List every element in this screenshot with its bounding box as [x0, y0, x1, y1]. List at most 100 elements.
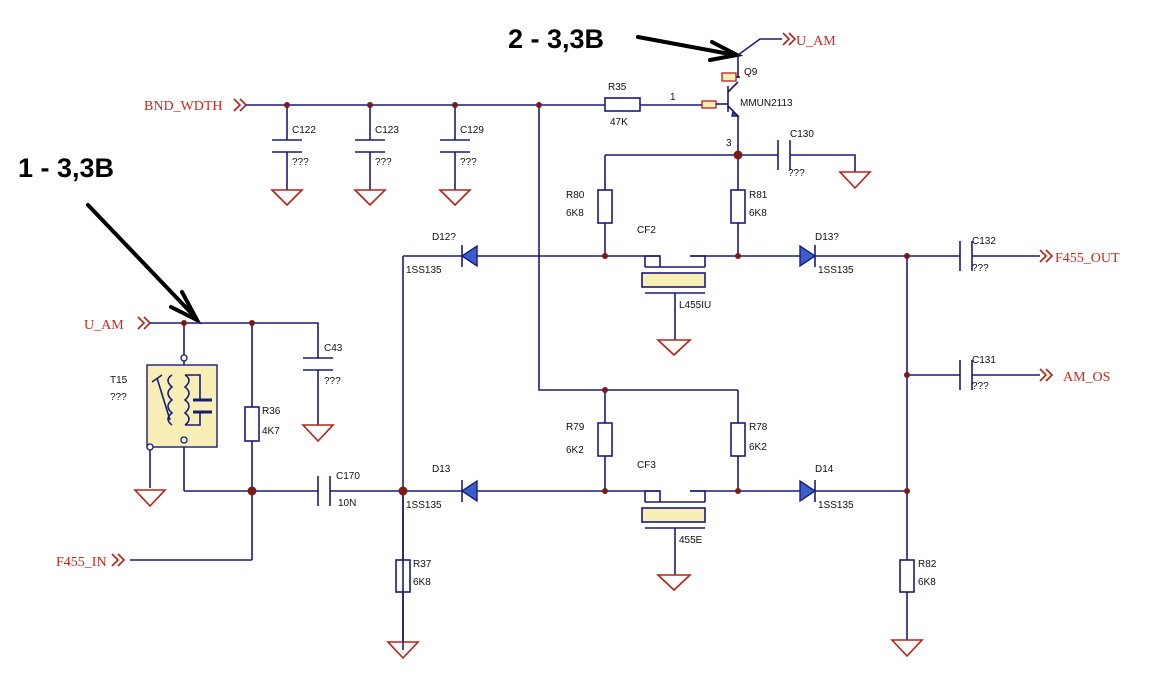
cf3-value: 455E: [679, 535, 703, 546]
r78-ref: R78: [749, 422, 768, 433]
resistor-r80: R80 6K8: [566, 189, 613, 256]
resistor-r82: R82 6K8: [890, 559, 937, 658]
c123-ref: C123: [375, 125, 399, 136]
r36-value: 4K7: [262, 426, 280, 437]
annotation-pin1-arrow: [86, 203, 198, 320]
net-port-u-am-top: U_AM: [782, 32, 836, 49]
net-label-u-am-top: U_AM: [796, 34, 836, 49]
t15-value: ???: [110, 392, 127, 403]
wire-upper-row: [402, 255, 960, 650]
diode-d13q: D13? 1SS135: [799, 232, 854, 276]
d13q-ref: D13?: [815, 232, 839, 243]
c131-ref: C131: [972, 355, 996, 366]
d12-value: 1SS135: [406, 265, 442, 276]
net-label-u-am-left: U_AM: [84, 318, 124, 333]
c43-value: ???: [324, 376, 341, 387]
resistor-r36: R36 4K7: [244, 323, 281, 560]
c132-value: ???: [972, 263, 989, 274]
net-port-f455-out: F455_OUT: [1039, 249, 1120, 266]
q9-pin1-label: 1: [670, 92, 676, 103]
resistor-r81: R81 6K8: [730, 189, 768, 256]
capacitor-c132: C132 ???: [959, 236, 1040, 274]
ground-symbol: [838, 171, 872, 190]
ground-symbol: [353, 189, 387, 207]
capacitor-c129: C129 ???: [438, 105, 484, 207]
r78-value: 6K2: [749, 442, 767, 453]
c129-value: ???: [460, 157, 477, 168]
annotation-pin2-arrow: [636, 35, 737, 57]
transformer-t15: T15 ???: [110, 323, 218, 508]
net-port-u-am-left: U_AM: [84, 316, 152, 333]
c123-value: ???: [375, 157, 392, 168]
resistor-r78: R78 6K2: [730, 422, 768, 491]
c131-value: ???: [972, 381, 989, 392]
net-port-bnd-wdth: BND_WDTH: [144, 98, 248, 114]
q9-pin3-label: 3: [726, 138, 732, 149]
c130-value: ???: [788, 168, 805, 179]
d14-value: 1SS135: [818, 500, 854, 511]
capacitor-c130: C130 ???: [738, 129, 872, 190]
resistor-r35: R35 47K: [604, 82, 641, 128]
net-label-f455-out: F455_OUT: [1055, 251, 1120, 266]
resistor-r37: R37 6K8: [386, 559, 432, 660]
ground-symbol: [655, 574, 693, 592]
r79-value: 6K2: [566, 445, 584, 456]
cf2-ref: CF2: [637, 225, 656, 236]
c129-ref: C129: [460, 125, 484, 136]
r82-value: 6K8: [918, 577, 936, 588]
r80-value: 6K8: [566, 208, 584, 219]
capacitor-c43: C43 ???: [301, 343, 343, 443]
diode-d14: D14 1SS135: [799, 464, 854, 511]
r81-value: 6K8: [749, 208, 767, 219]
diode-d12: D12? 1SS135: [406, 232, 478, 276]
net-label-f455-in: F455_IN: [56, 555, 107, 570]
ground-symbol: [270, 189, 304, 207]
r82-ref: R82: [918, 559, 937, 570]
d13-value: 1SS135: [406, 500, 442, 511]
d13q-value: 1SS135: [818, 265, 854, 276]
wire-q9-collector: [604, 138, 739, 190]
r81-ref: R81: [749, 190, 768, 201]
annotation-pin1: 1 - 3,3B: [18, 153, 114, 183]
cf3-ref: CF3: [637, 460, 656, 471]
net-label-bnd-wdth: BND_WDTH: [144, 99, 223, 114]
capacitor-c123: C123 ???: [353, 105, 399, 207]
c132-ref: C132: [972, 236, 996, 247]
r35-value: 47K: [610, 117, 628, 128]
d13-ref: D13: [432, 464, 451, 475]
capacitor-c170: C170 10N: [317, 471, 360, 509]
junctions: [181, 102, 910, 496]
ground-symbol: [133, 489, 167, 508]
annotation-pin2-arrowhead: [708, 40, 744, 62]
c122-ref: C122: [292, 125, 316, 136]
c130-ref: C130: [790, 129, 814, 140]
annotation-pin2: 2 - 3,3B: [508, 24, 604, 54]
wire-bnd-wdth-down: [538, 105, 739, 423]
cf2-value: L455IU: [679, 300, 711, 311]
c170-value: 10N: [338, 498, 356, 509]
transistor-q9: Q9 MMUN2113 1 3: [670, 67, 793, 149]
r37-value: 6K8: [413, 577, 431, 588]
c122-value: ???: [292, 157, 309, 168]
net-port-am-os: AM_OS: [1039, 368, 1110, 385]
ground-symbol: [890, 639, 924, 658]
ground-symbol: [655, 339, 693, 357]
wire-u-am-left: [150, 322, 319, 425]
d14-ref: D14: [815, 464, 834, 475]
capacitor-c122: C122 ???: [270, 105, 316, 207]
ground-symbol: [438, 189, 472, 207]
c170-ref: C170: [336, 471, 360, 482]
capacitor-c131: C131 ???: [907, 355, 1040, 392]
diode-d13: D13 1SS135: [406, 464, 478, 511]
filter-cf3: CF3 455E: [637, 460, 706, 592]
r35-ref: R35: [608, 82, 627, 93]
t15-ref: T15: [110, 375, 128, 386]
net-label-am-os: AM_OS: [1063, 370, 1110, 385]
c43-ref: C43: [324, 343, 343, 354]
resistor-r79: R79 6K2: [566, 422, 613, 491]
r37-ref: R37: [413, 559, 432, 570]
annotation-pin1-arrowhead: [169, 290, 202, 325]
r80-ref: R80: [566, 190, 585, 201]
